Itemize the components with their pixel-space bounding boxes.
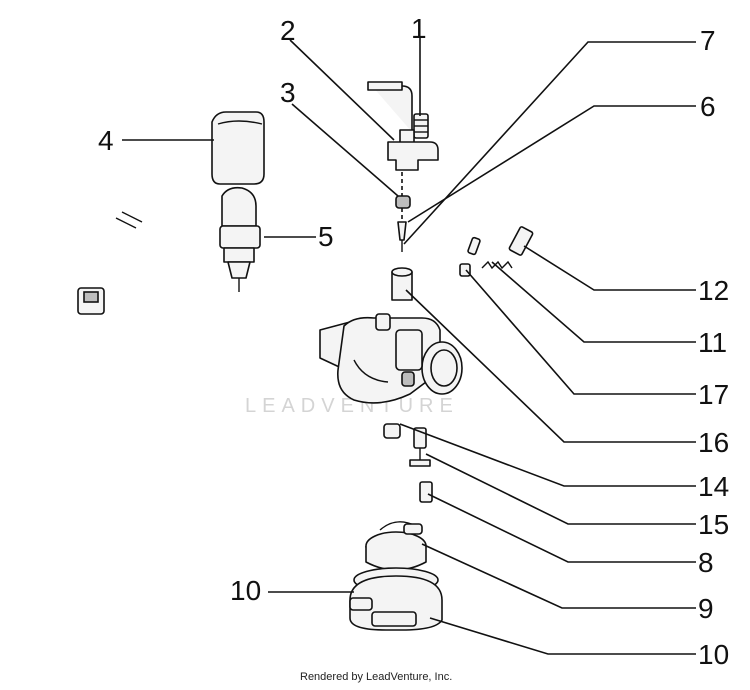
callout-10-left: 10 bbox=[230, 575, 261, 606]
callout-3: 3 bbox=[280, 77, 296, 108]
part-nut bbox=[395, 195, 411, 209]
part-jet bbox=[383, 423, 401, 439]
part-cap bbox=[211, 111, 265, 185]
callout-2: 2 bbox=[280, 15, 296, 46]
callout-10-right: 10 bbox=[698, 639, 729, 670]
callout-1: 1 bbox=[411, 13, 427, 44]
part-slide-valve bbox=[391, 267, 413, 301]
callout-4: 4 bbox=[98, 125, 114, 156]
part-small-screw bbox=[459, 236, 481, 277]
callout-12: 12 bbox=[698, 275, 729, 306]
callout-7: 7 bbox=[700, 25, 716, 56]
part-sensor-cable bbox=[77, 184, 261, 315]
part-carburetor-body bbox=[319, 313, 463, 404]
part-float-bowl bbox=[349, 567, 443, 631]
callout-11: 11 bbox=[698, 327, 727, 358]
part-fitting bbox=[367, 81, 439, 171]
callout-6: 6 bbox=[700, 91, 716, 122]
part-float-needle bbox=[419, 481, 433, 503]
watermark-text: LEADVENTURE bbox=[245, 395, 459, 417]
callout-16: 16 bbox=[698, 427, 729, 458]
part-screw-1 bbox=[413, 113, 429, 139]
footer-credit: Rendered by LeadVenture, Inc. bbox=[300, 671, 452, 683]
part-float bbox=[365, 521, 427, 571]
part-spring bbox=[481, 260, 513, 270]
callout-5: 5 bbox=[318, 221, 334, 252]
part-needle bbox=[397, 221, 407, 252]
callout-15: 15 bbox=[698, 509, 729, 540]
part-adjuster-screw bbox=[508, 226, 534, 256]
callout-9: 9 bbox=[698, 593, 714, 624]
callout-17: 17 bbox=[698, 379, 729, 410]
callout-14: 14 bbox=[698, 471, 729, 502]
callout-8: 8 bbox=[698, 547, 714, 578]
leader-lines bbox=[122, 38, 696, 655]
callout-numbers: 1 2 3 4 5 6 7 10 12 11 17 16 14 15 8 9 1… bbox=[98, 13, 729, 670]
